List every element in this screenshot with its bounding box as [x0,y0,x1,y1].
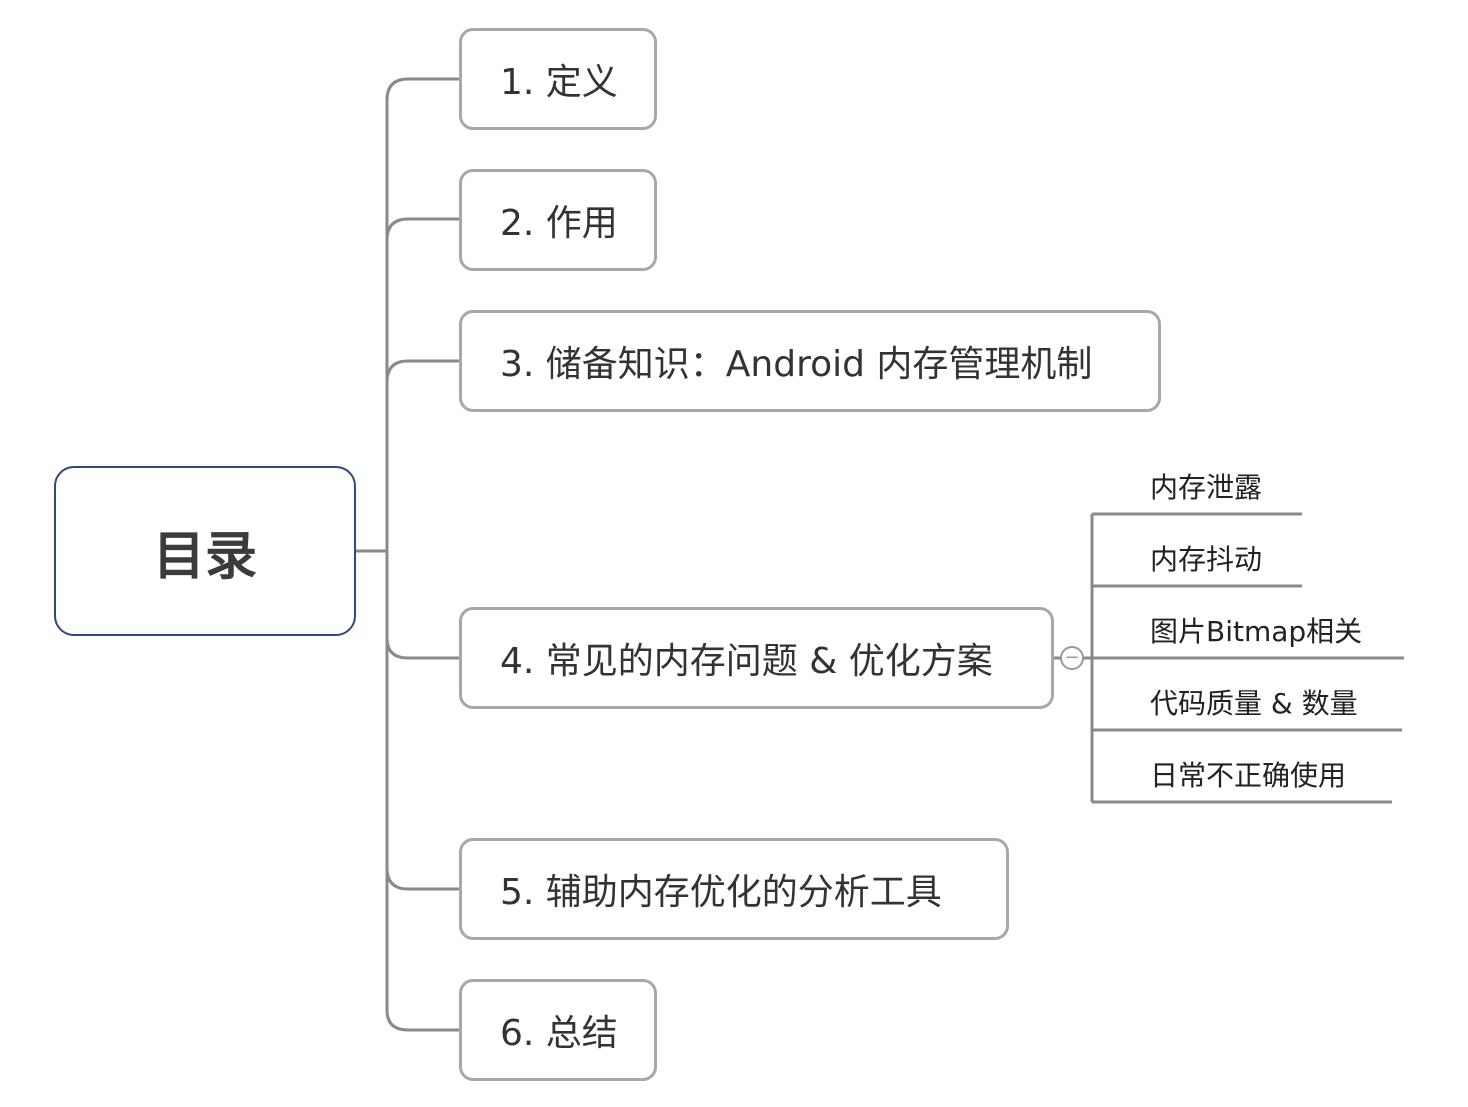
branch-label: 5. 辅助内存优化的分析工具 [500,872,942,913]
branch-node-analysis-tools[interactable]: 5. 辅助内存优化的分析工具 [459,838,1009,940]
root-label: 目录 [152,526,257,587]
branch-node-summary[interactable]: 6. 总结 [459,979,657,1081]
branch-label: 2. 作用 [500,203,618,244]
sub-topic-memory-churn[interactable]: 内存抖动 [1150,543,1263,576]
root-node[interactable]: 目录 [54,466,356,636]
collapse-toggle-icon[interactable]: − [1060,646,1084,670]
branch-label: 6. 总结 [500,1013,618,1054]
branch-node-memory-issues[interactable]: 4. 常见的内存问题 & 优化方案 [459,607,1054,709]
branch-label: 3. 储备知识：Android 内存管理机制 [500,344,1093,385]
branch-node-definition[interactable]: 1. 定义 [459,28,657,130]
sub-topic-memory-leak[interactable]: 内存泄露 [1150,471,1263,504]
sub-topic-code-quality[interactable]: 代码质量 & 数量 [1150,687,1358,720]
sub-topic-bitmap[interactable]: 图片Bitmap相关 [1150,615,1363,648]
sub-topic-improper-usage[interactable]: 日常不正确使用 [1150,759,1347,792]
branch-node-background-knowledge[interactable]: 3. 储备知识：Android 内存管理机制 [459,310,1161,412]
branch-node-purpose[interactable]: 2. 作用 [459,169,657,271]
branch-label: 4. 常见的内存问题 & 优化方案 [500,641,993,682]
branch-label: 1. 定义 [500,62,618,103]
